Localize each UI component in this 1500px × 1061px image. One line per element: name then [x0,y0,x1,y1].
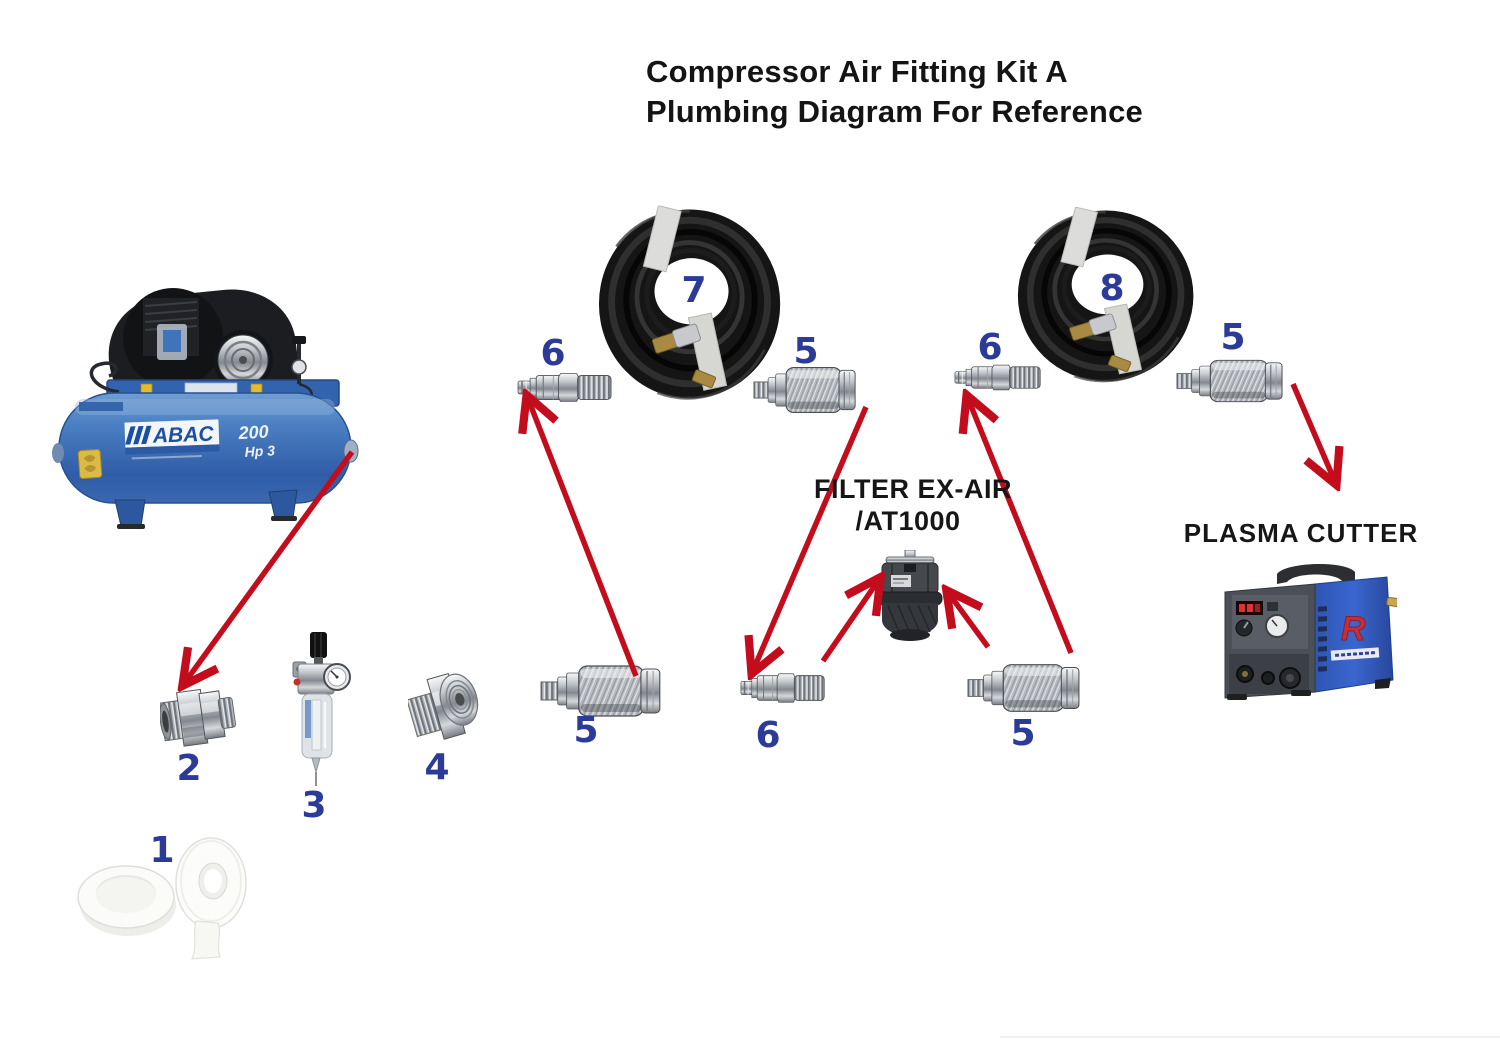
compressor-capacity-text: 200 [237,422,269,444]
part-number-3: 3 [301,785,327,826]
plasma-cutter-illustration: R [1224,563,1397,700]
part-number-7: 7 [681,270,707,311]
part-number-5-bottom-left: 5 [573,710,599,751]
reducer-bushing-4-illustration [408,672,479,740]
plasma-logo-r: R [1341,610,1366,648]
scan-shadow-artifact [1000,1036,1500,1038]
arrow-coupler-to-plug-right [967,396,1074,655]
compressor-logo: ABAC [124,419,220,460]
air-compressor-illustration: ABAC 200 Hp 3 [52,288,359,529]
arrow-to-filter-right [947,591,991,649]
part-number-8: 8 [1099,268,1125,309]
part-number-4: 4 [424,747,450,788]
exair-filter-illustration [877,550,943,641]
plasma-cutter-label: PLASMA CUTTER [1183,518,1419,548]
part-number-5-bottom-right: 5 [1010,713,1036,754]
diagram-title: Compressor Air Fitting Kit A Plumbing Di… [646,52,1143,132]
arrow-to-filter-left [820,578,880,663]
arrow-coupler-to-plasma [1290,382,1336,484]
compressor-power-text: Hp 3 [244,442,275,460]
title-line-1: Compressor Air Fitting Kit A [646,54,1068,89]
compressor-brand-text: ABAC [152,423,215,448]
ptfe-tape-1-illustration [77,837,247,960]
filter-label-line-1: FILTER EX-AIR [814,474,1012,504]
filter-regulator-3-illustration [292,632,351,786]
part-number-6-top-left: 6 [540,333,566,374]
part-number-6-bottom-middle: 6 [755,715,781,756]
hex-nipple-2-illustration [160,688,236,747]
part-number-1: 1 [149,830,175,871]
filter-label-line-2: /AT1000 [855,506,961,536]
part-number-5-top-right: 5 [1220,317,1246,358]
part-number-5-top-left: 5 [793,331,819,372]
title-line-2: Plumbing Diagram For Reference [646,94,1143,129]
compressor-badge [77,448,103,480]
part-number-6-top-right: 6 [977,327,1003,368]
arrow-coupler-to-plug-left [527,396,639,677]
arrow-coupler-to-plug-middle [752,405,869,673]
part-number-2: 2 [176,748,202,789]
arrow-compressor-to-nipple [183,450,355,685]
